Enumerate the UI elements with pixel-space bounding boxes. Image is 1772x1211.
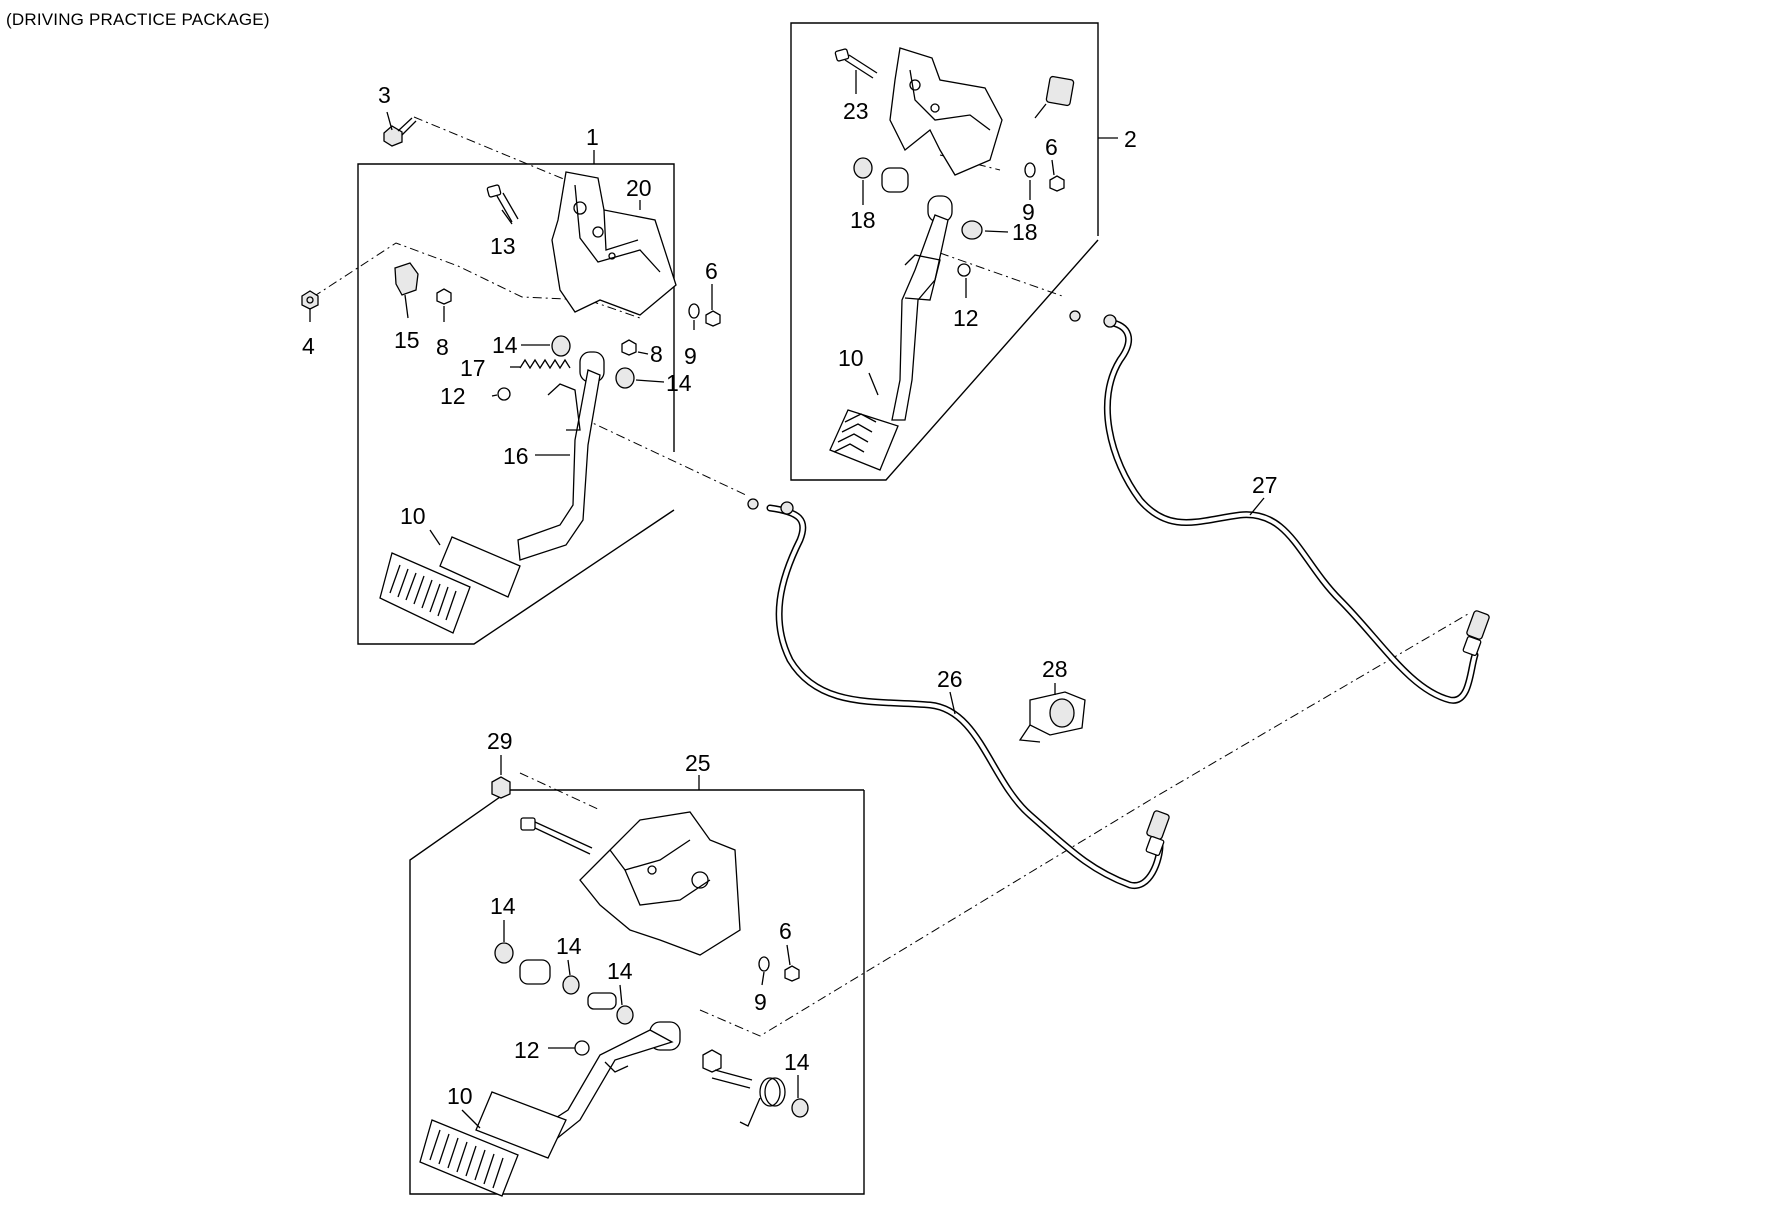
callout-labels: 1 2 3 4 20 13 6 15 8 14 8 9 17 12 14 16 … [302, 82, 1278, 1109]
washer-9c [758, 956, 770, 972]
callout-9c: 9 [754, 989, 767, 1015]
callout-9b: 9 [1022, 199, 1035, 225]
pedal-pad-10a [379, 536, 521, 634]
nut-6c [784, 965, 800, 982]
callout-14b: 14 [666, 370, 692, 396]
bushing-14d [562, 975, 580, 995]
collar-25 [519, 959, 551, 985]
spring-17 [519, 358, 571, 370]
callout-17: 17 [460, 355, 486, 381]
bushing-14b [615, 367, 635, 389]
stopper-12a [497, 387, 511, 401]
leader-lines [309, 70, 1265, 1129]
group-box-1 [357, 163, 675, 645]
stopper-12c [574, 1040, 590, 1056]
callout-12a: 12 [440, 383, 466, 409]
nut-29 [491, 776, 511, 799]
bushing-14c [494, 942, 514, 964]
bushing-18a [853, 157, 873, 179]
bushing-14a [551, 335, 571, 357]
callout-10a: 10 [400, 503, 426, 529]
cable-26-end-fittings [747, 498, 1170, 856]
callout-10c: 10 [447, 1083, 473, 1109]
callout-8b: 8 [650, 341, 663, 367]
callout-23: 23 [843, 98, 869, 124]
pedal-arm-2 [891, 195, 953, 421]
collar [881, 167, 909, 193]
nut-8a [436, 288, 452, 305]
callout-12c: 12 [514, 1037, 540, 1063]
pedal-pad-10c [419, 1091, 567, 1197]
callout-26: 26 [937, 666, 963, 692]
bolt-3 [383, 117, 417, 147]
callout-18a: 18 [850, 207, 876, 233]
stop-lamp-switch [1034, 75, 1075, 119]
callout-25: 25 [685, 750, 711, 776]
callout-2: 2 [1124, 126, 1137, 152]
group-box-2 [790, 22, 1099, 481]
cable-27-end-fittings [1069, 310, 1490, 656]
bushing-14e [616, 1005, 634, 1025]
callout-29: 29 [487, 728, 513, 754]
callout-13: 13 [490, 233, 516, 259]
cable-26 [766, 504, 1164, 889]
callout-1: 1 [586, 124, 599, 150]
bolt-25 [520, 817, 593, 855]
bushing-18b [961, 220, 983, 240]
callout-6a: 6 [705, 258, 718, 284]
callout-14f: 14 [784, 1049, 810, 1075]
washer-9a [688, 303, 700, 319]
pedal-arm-16 [517, 351, 605, 561]
switch-15 [394, 262, 419, 296]
cable-27 [1103, 318, 1479, 704]
nut-6a [705, 310, 721, 327]
pedal-pad-10b [829, 409, 899, 471]
group-box-25 [409, 789, 865, 1195]
return-spring-25 [702, 1049, 809, 1127]
callout-15: 15 [394, 327, 420, 353]
pedal-bracket-25 [579, 811, 741, 956]
callout-18b: 18 [1012, 219, 1038, 245]
nut-4 [301, 290, 319, 310]
nut-6b [1049, 175, 1065, 192]
bolt-13 [486, 184, 519, 223]
callout-6c: 6 [779, 918, 792, 944]
callout-14a: 14 [492, 332, 518, 358]
callout-8a: 8 [436, 334, 449, 360]
callout-27: 27 [1252, 472, 1278, 498]
nut-8b [621, 339, 637, 356]
callout-20: 20 [626, 175, 652, 201]
pin-25 [587, 992, 617, 1010]
callout-4: 4 [302, 333, 315, 359]
washer-9b [1024, 162, 1036, 178]
guide-lines [312, 116, 1469, 1037]
callout-14e: 14 [607, 958, 633, 984]
bolt-23 [834, 48, 878, 79]
bracket-28 [1018, 691, 1086, 743]
callout-3: 3 [378, 82, 391, 108]
diagram-title: (DRIVING PRACTICE PACKAGE) [6, 10, 270, 29]
callout-28: 28 [1042, 656, 1068, 682]
callout-16: 16 [503, 443, 529, 469]
callout-6b: 6 [1045, 134, 1058, 160]
callout-12b: 12 [953, 305, 979, 331]
callout-9a: 9 [684, 343, 697, 369]
pedal-bracket-20 [551, 171, 677, 316]
callout-14c: 14 [490, 893, 516, 919]
stopper-12b [957, 263, 971, 277]
callout-14d: 14 [556, 933, 582, 959]
callout-10b: 10 [838, 345, 864, 371]
pedal-bracket-2 [889, 47, 1003, 176]
